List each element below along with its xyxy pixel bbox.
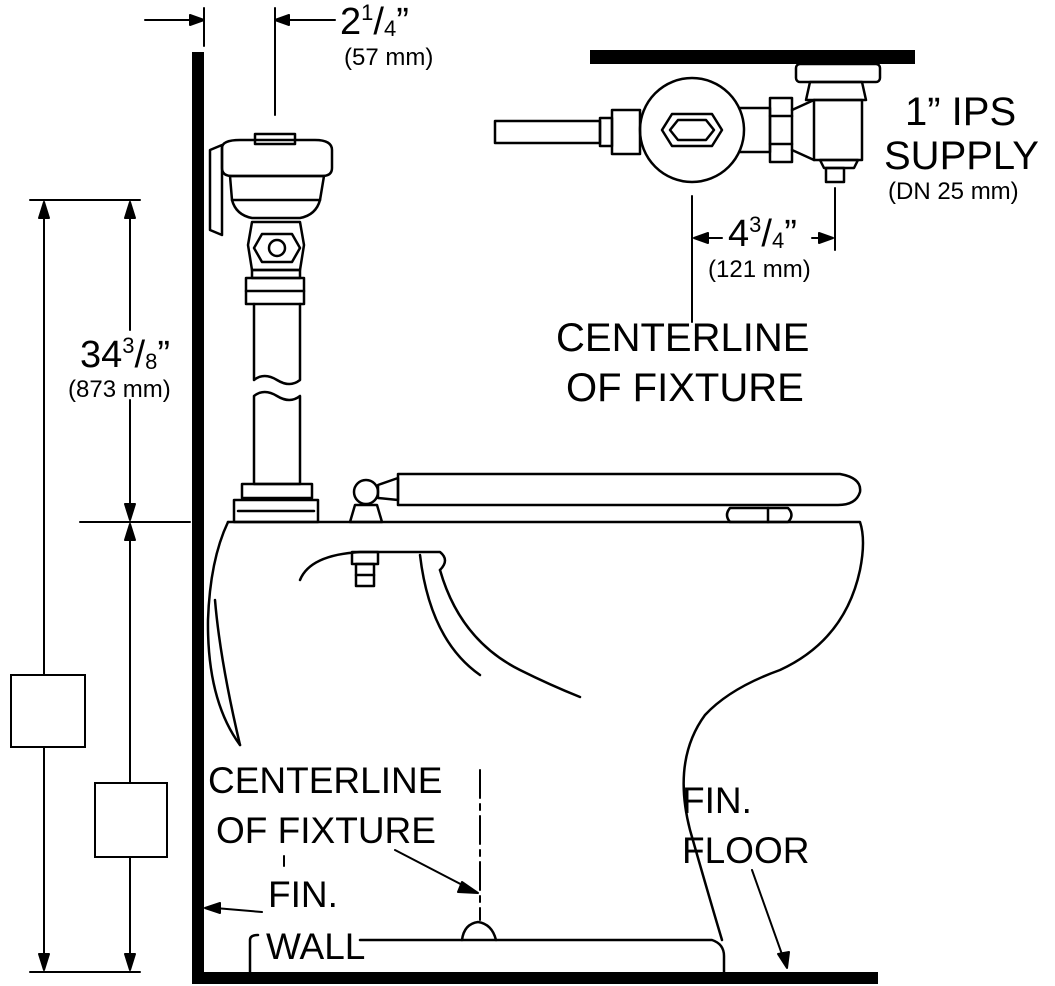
toilet-bowl	[206, 520, 865, 974]
centerline-top-line1: CENTERLINE	[556, 316, 810, 360]
supply-label-line1: 1” IPS	[905, 90, 1017, 134]
height-dimension-label: 343/8”	[80, 333, 170, 376]
finished-floor	[192, 972, 878, 984]
toilet-seat	[348, 472, 862, 524]
dimension-blank-box-inner	[94, 782, 168, 858]
fin-wall-line1: FIN.	[268, 874, 338, 915]
supply-wall-bar	[590, 50, 915, 64]
top-dimension-label: 21/4”	[340, 0, 409, 43]
offset-dimension-mm: (121 mm)	[708, 256, 811, 283]
fin-wall-line2: WALL	[266, 926, 366, 967]
valve-top-view	[493, 62, 882, 184]
dimension-blank-box-outer	[10, 674, 86, 748]
fin-floor-line1: FIN.	[682, 780, 752, 821]
offset-dimension-label: 43/4”	[728, 212, 797, 255]
offset-4-3-4-dimension	[691, 187, 836, 323]
supply-label-mm: (DN 25 mm)	[888, 178, 1019, 205]
finished-wall	[192, 52, 204, 982]
centerline-top-line2: OF FIXTURE	[566, 366, 804, 410]
bottom-centerline	[204, 769, 790, 969]
fin-floor-line2: FLOOR	[682, 830, 810, 871]
centerline-bottom-line1: CENTERLINE	[208, 760, 443, 801]
centerline-bottom-line2: OF FIXTURE	[216, 810, 436, 851]
height-dimension-lines	[29, 199, 191, 973]
flush-valve	[208, 132, 334, 524]
supply-label-line2: SUPPLY	[884, 134, 1039, 178]
top-dimension-mm: (57 mm)	[344, 44, 434, 71]
height-dimension-mm: (873 mm)	[68, 376, 171, 403]
offset-2-1-4-dimension	[144, 7, 336, 116]
